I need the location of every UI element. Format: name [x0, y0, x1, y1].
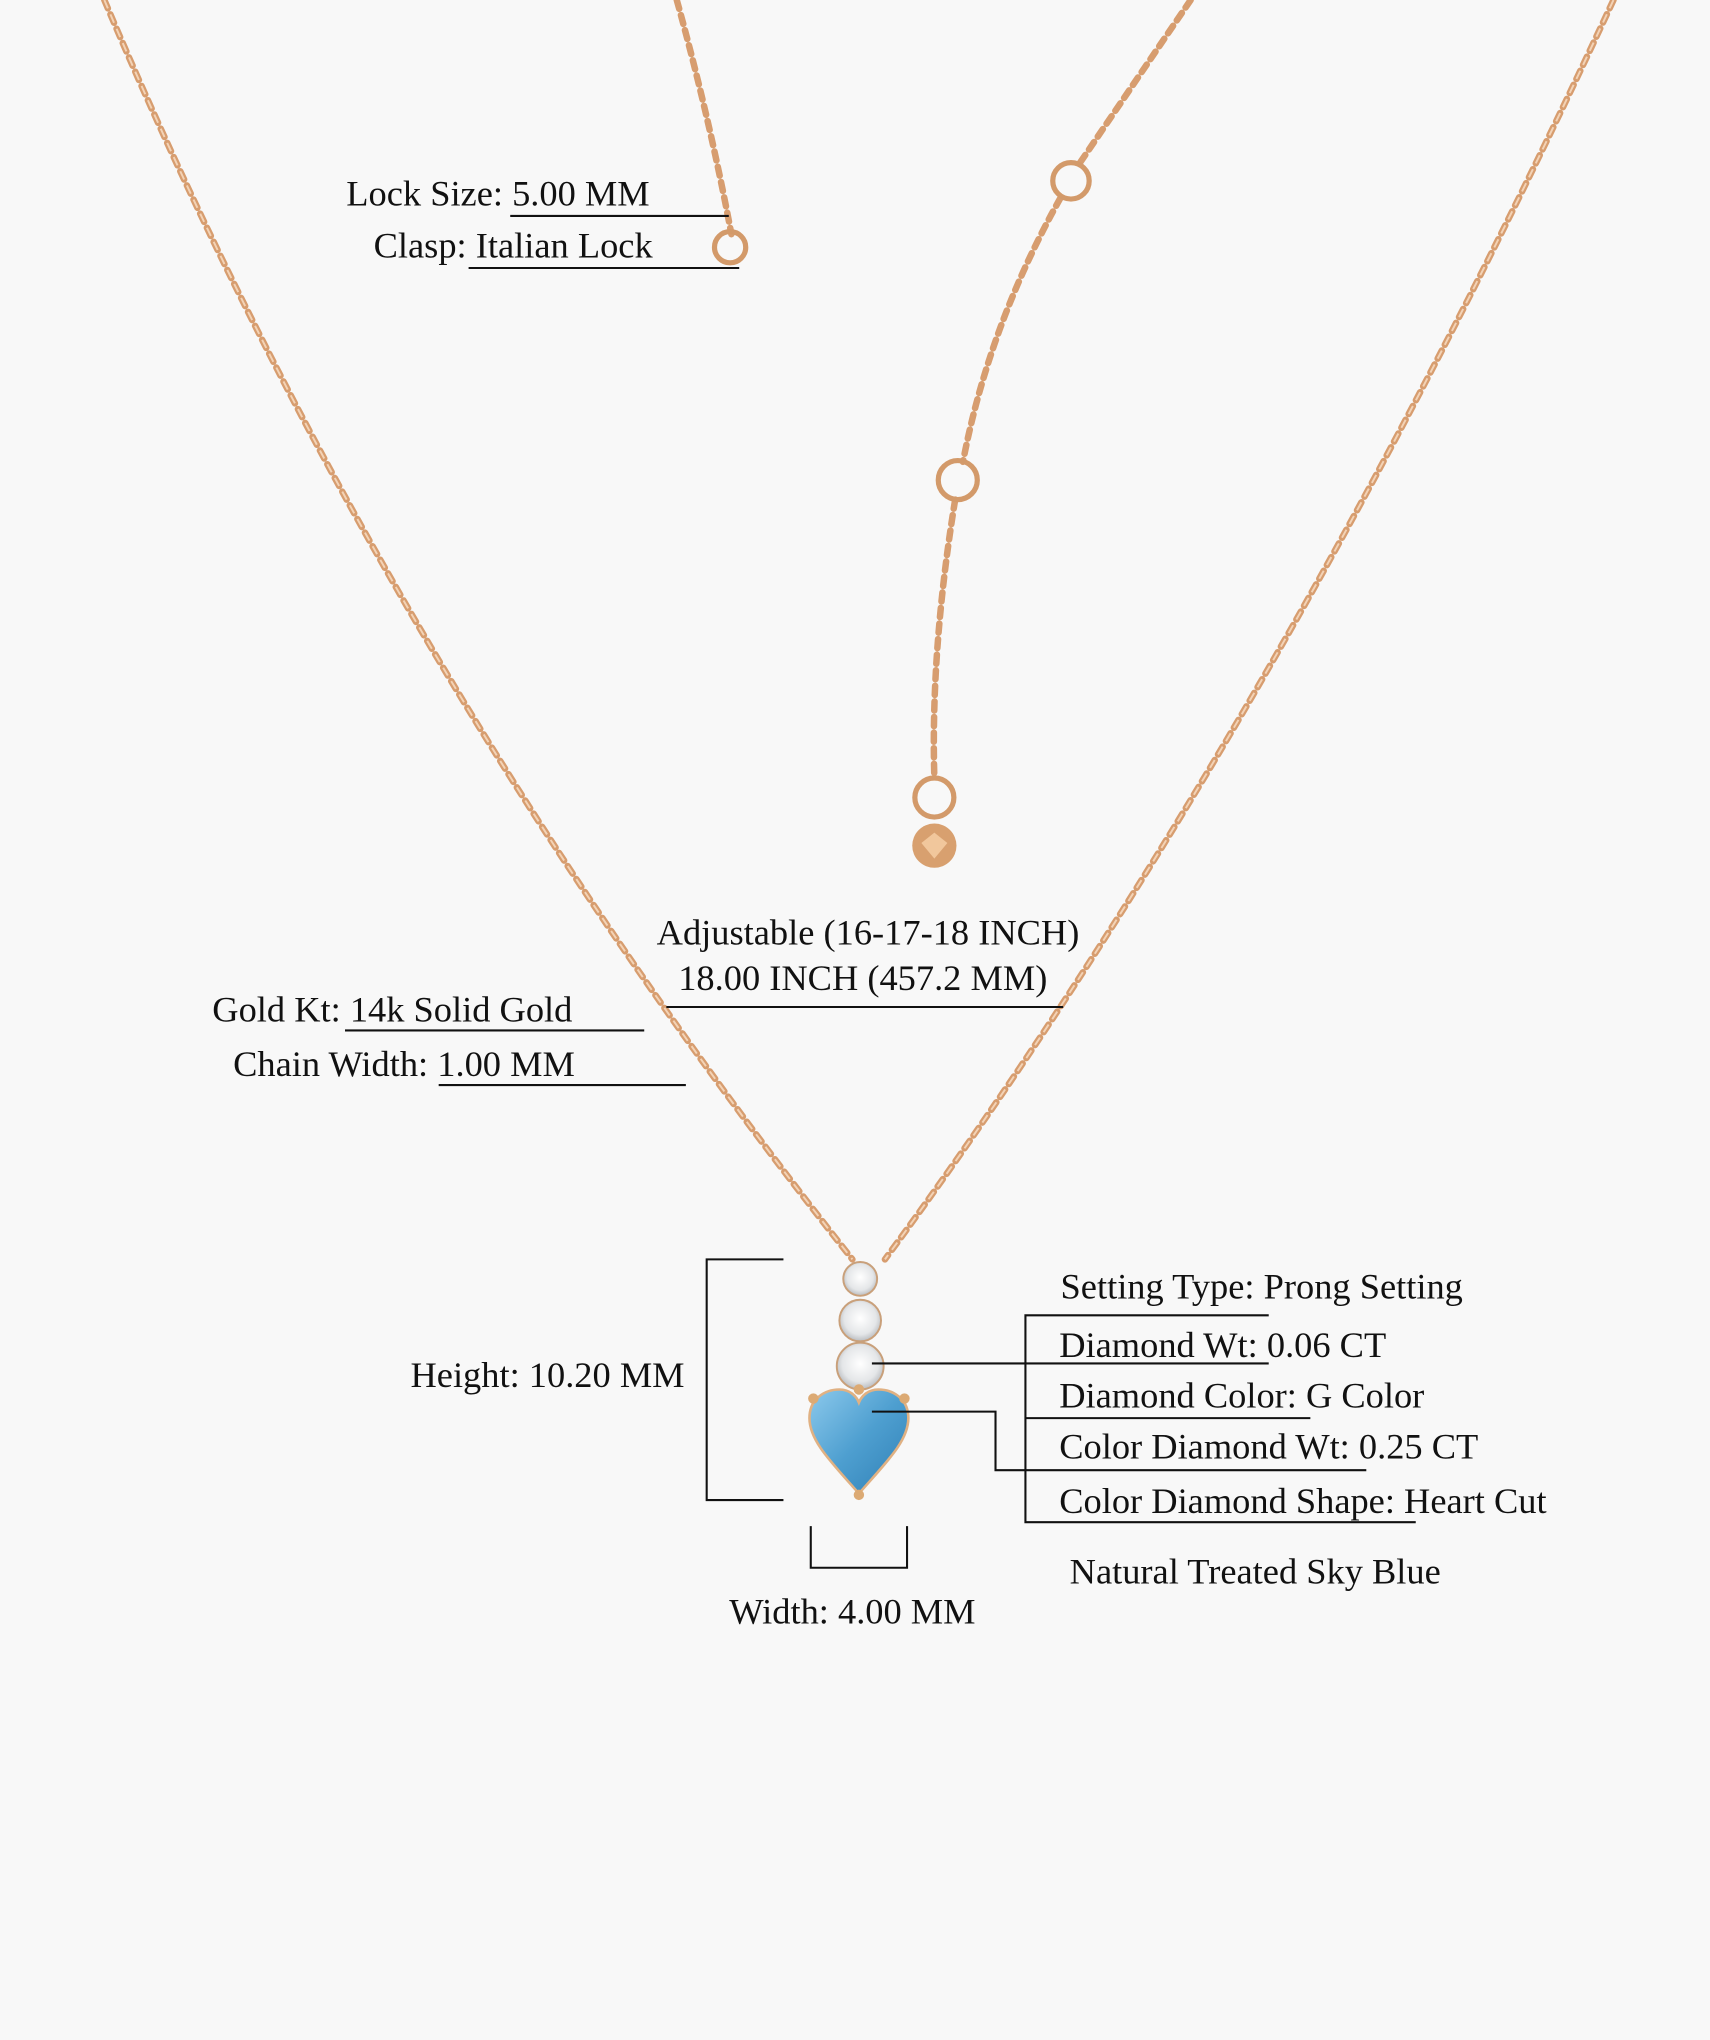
diamond-wt-label: Diamond Wt: 0.06 CT [1059, 1325, 1386, 1365]
lock-size-label: Lock Size: 5.00 MM [346, 174, 649, 214]
height-bracket [705, 1258, 784, 1502]
pendant [808, 1261, 910, 1501]
clasp-label: Clasp: Italian Lock [374, 226, 654, 266]
diamond-stone [838, 1298, 882, 1343]
color-diamond-shape-label: Color Diamond Shape: Heart Cut [1059, 1481, 1546, 1521]
leader-line [871, 1410, 1367, 1472]
heart-stone [808, 1388, 910, 1496]
diamond-color-label: Diamond Color: G Color [1059, 1376, 1424, 1416]
chain-width-label: Chain Width: 1.00 MM [233, 1044, 575, 1084]
stone-name-label: Natural Treated Sky Blue [1070, 1551, 1441, 1591]
gold-kt-label: Gold Kt: 14k Solid Gold [212, 989, 572, 1029]
adjustable-label: Adjustable (16-17-18 INCH) [657, 913, 1080, 953]
diamond-stone [835, 1341, 885, 1391]
extender-rings [912, 160, 1092, 820]
diamond-stone [842, 1261, 879, 1297]
color-diamond-wt-label: Color Diamond Wt: 0.25 CT [1059, 1426, 1478, 1466]
logo-tag [912, 823, 957, 868]
clasp-ring [711, 228, 749, 266]
width-bracket [809, 1526, 909, 1569]
height-label: Height: 10.20 MM [411, 1355, 685, 1395]
length-label: 18.00 INCH (457.2 MM) [678, 958, 1047, 998]
necklace-chain [101, 0, 1617, 1263]
width-label: Width: 4.00 MM [729, 1592, 975, 1632]
setting-type-label: Setting Type: Prong Setting [1061, 1266, 1463, 1306]
